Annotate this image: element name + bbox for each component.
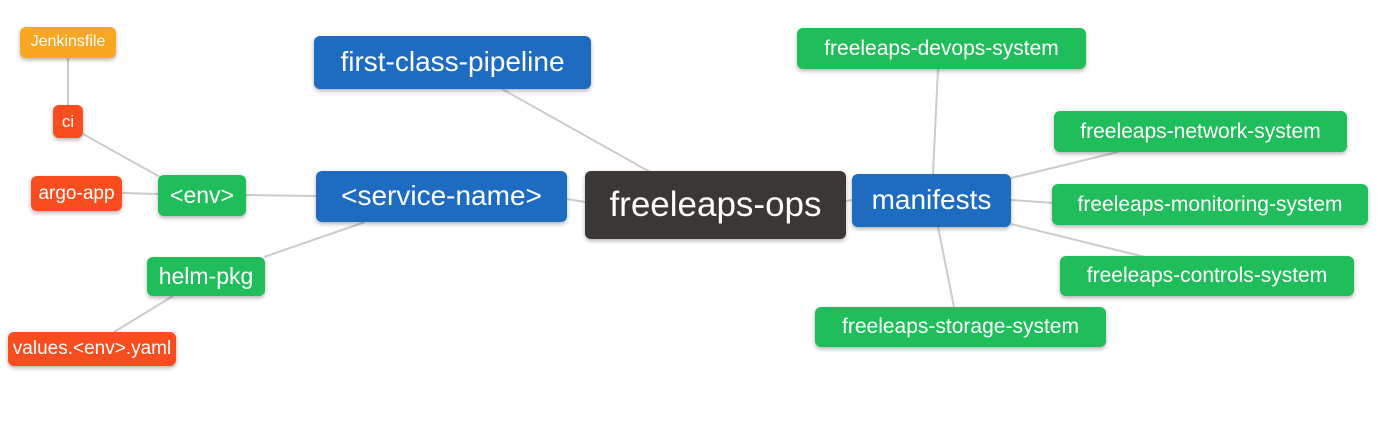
node-label: freeleaps-ops <box>609 185 822 224</box>
node-label: <env> <box>170 181 234 208</box>
edge-manifests-to-controls-system <box>1010 223 1146 258</box>
node-label: freeleaps-devops-system <box>824 36 1059 60</box>
edge-first-class-pipeline-to-freeleaps-ops <box>501 88 651 173</box>
node-label: freeleaps-monitoring-system <box>1077 192 1343 216</box>
node-ci[interactable]: ci <box>53 105 83 138</box>
node-label: first-class-pipeline <box>340 46 565 77</box>
node-label: Jenkinsfile <box>30 33 106 50</box>
edge-manifests-to-monitoring-system <box>1010 199 1055 204</box>
edge-freeleaps-ops-to-manifests <box>845 199 853 202</box>
node-monitoring-system[interactable]: freeleaps-monitoring-system <box>1052 184 1368 225</box>
edge-helm-pkg-to-service-name <box>263 221 366 258</box>
node-helm-pkg[interactable]: helm-pkg <box>147 257 265 296</box>
edge-manifests-to-devops-system <box>932 68 939 175</box>
node-env[interactable]: <env> <box>158 175 246 216</box>
node-service-name[interactable]: <service-name> <box>316 171 567 222</box>
node-label: manifests <box>871 184 992 215</box>
edge-values-env-yaml-to-helm-pkg <box>113 295 174 333</box>
node-jenkinsfile[interactable]: Jenkinsfile <box>20 27 116 58</box>
node-label: freeleaps-controls-system <box>1086 264 1328 287</box>
edge-manifests-to-storage-system <box>937 226 955 308</box>
node-label: freeleaps-storage-system <box>842 315 1079 338</box>
edge-service-name-to-freeleaps-ops <box>566 198 586 203</box>
node-label: ci <box>61 111 75 131</box>
node-argo-app[interactable]: argo-app <box>31 176 122 211</box>
node-network-system[interactable]: freeleaps-network-system <box>1054 111 1347 152</box>
node-label: freeleaps-network-system <box>1080 119 1321 143</box>
node-label: argo-app <box>38 182 115 204</box>
node-devops-system[interactable]: freeleaps-devops-system <box>797 28 1086 69</box>
node-label: helm-pkg <box>158 262 254 289</box>
edge-env-to-service-name <box>245 194 317 197</box>
node-freeleaps-ops[interactable]: freeleaps-ops <box>585 171 846 239</box>
node-values-env-yaml[interactable]: values.<env>.yaml <box>8 332 176 366</box>
edge-ci-to-env <box>82 133 161 178</box>
node-controls-system[interactable]: freeleaps-controls-system <box>1060 256 1354 296</box>
node-label: values.<env>.yaml <box>12 338 172 359</box>
edge-manifests-to-network-system <box>1010 151 1119 179</box>
node-first-class-pipeline[interactable]: first-class-pipeline <box>314 36 591 89</box>
node-label: <service-name> <box>341 180 542 211</box>
node-storage-system[interactable]: freeleaps-storage-system <box>815 307 1106 347</box>
node-manifests[interactable]: manifests <box>852 174 1011 227</box>
edge-argo-app-to-env <box>121 192 159 195</box>
